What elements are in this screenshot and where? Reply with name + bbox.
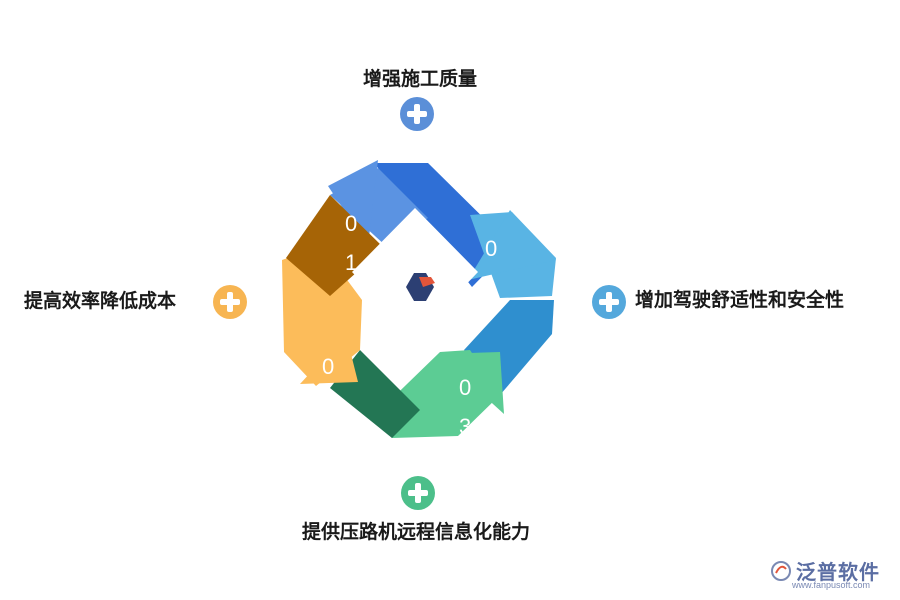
arrow-head-right — [468, 210, 556, 280]
arrow-head-left — [300, 334, 358, 384]
arrow-number-3b: 3 — [459, 414, 472, 439]
arrow-number-4: 0 — [322, 354, 335, 379]
watermark: 泛普软件 www.fanpusoft.com — [770, 556, 880, 590]
arrow-head-bottom — [438, 352, 504, 414]
watermark-url: www.fanpusoft.com — [792, 580, 871, 590]
arrow-number-1b: 1 — [345, 250, 358, 275]
arrow-number-1a: 0 — [345, 211, 358, 236]
item-label-bottom: 提供压路机远程信息化能力 — [302, 521, 531, 543]
arrow-head-top — [328, 160, 378, 246]
item-label-right: 增加驾驶舒适性和安全性 — [635, 289, 845, 311]
arrow-number-3a: 0 — [459, 375, 472, 400]
plus-icon-top — [400, 97, 434, 131]
arrow-segment-left-dark — [286, 195, 384, 296]
arrow-segment-top-dark — [374, 163, 512, 287]
item-label-left: 提高效率降低成本 — [24, 290, 177, 312]
plus-icon-bottom — [401, 476, 435, 510]
plus-icon-left — [213, 285, 247, 319]
plus-icon-right — [592, 285, 626, 319]
watermark-logo-icon — [771, 560, 791, 581]
watermark-brand: 泛普软件 — [796, 560, 880, 584]
item-label-top: 增强施工质量 — [363, 68, 478, 90]
hexagon-logo-icon — [406, 273, 435, 301]
arrow-number-2: 0 — [485, 236, 498, 261]
